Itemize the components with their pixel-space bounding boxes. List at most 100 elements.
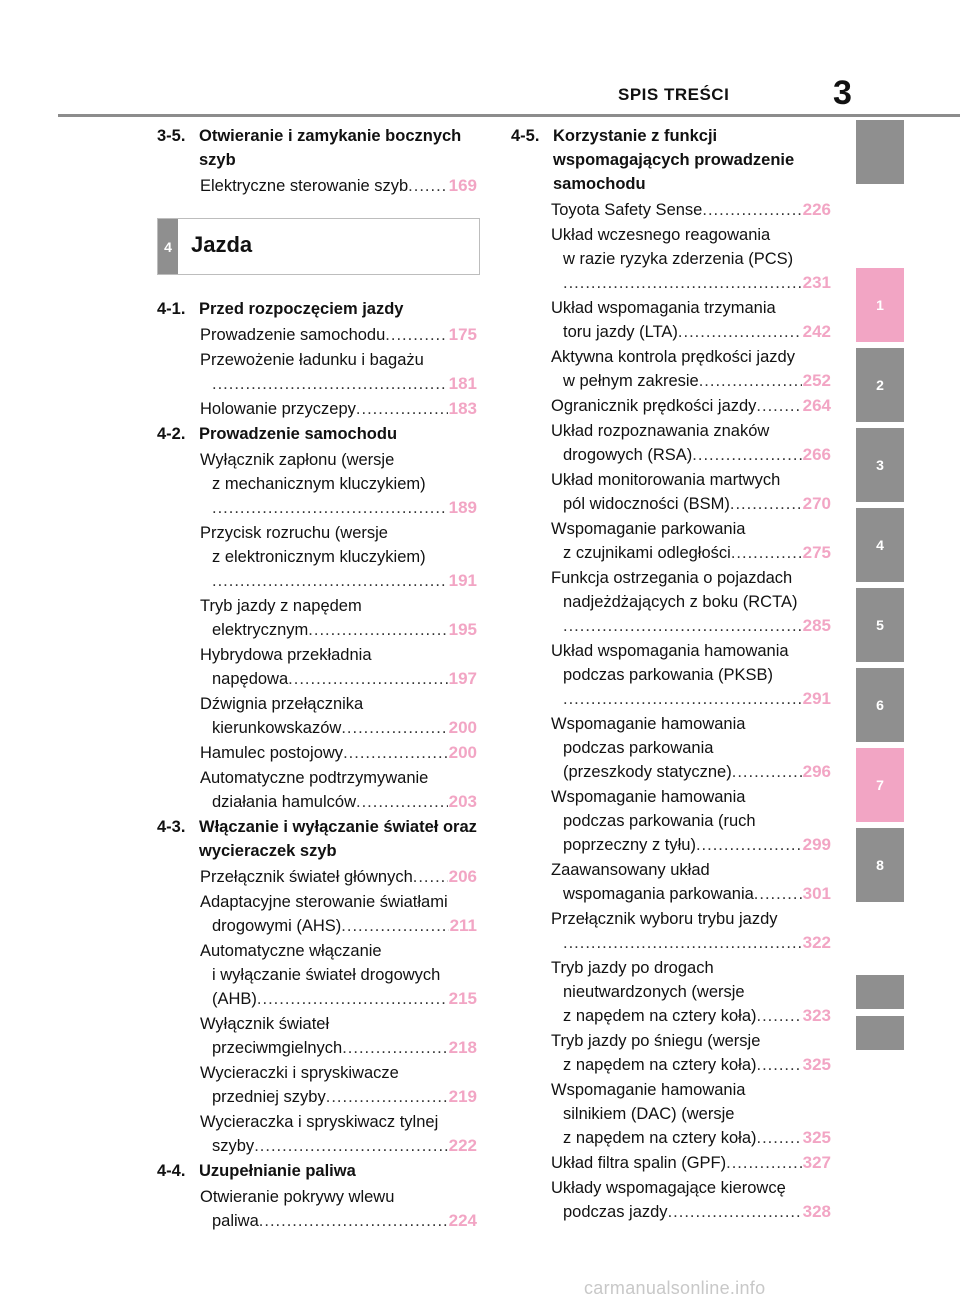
page-number-link[interactable]: 328 <box>802 1202 831 1221</box>
page-number-link[interactable]: 197 <box>448 669 477 688</box>
page-number-link[interactable]: 169 <box>448 176 477 195</box>
entry-text-line: Wyłącznik świateł <box>200 1015 330 1033</box>
toc-entry[interactable]: Tryb jazdy z napędemelektrycznym195 <box>200 594 477 642</box>
page-number-link[interactable]: 175 <box>448 325 477 344</box>
dot-leader <box>678 320 802 344</box>
side-tab-1[interactable]: 1 <box>856 268 904 342</box>
dot-leader <box>259 1209 448 1233</box>
side-tab-3[interactable]: 3 <box>856 428 904 502</box>
page-number-link[interactable]: 226 <box>802 200 831 219</box>
entry-last-line: napędowa197 <box>200 667 477 691</box>
page-number-link[interactable]: 224 <box>448 1211 477 1230</box>
page-number-link[interactable]: 222 <box>448 1136 477 1155</box>
page-number-link[interactable]: 195 <box>448 620 477 639</box>
side-tab-blank-a[interactable] <box>856 975 904 1009</box>
page-number-link[interactable]: 231 <box>802 273 831 292</box>
toc-entry[interactable]: Elektryczne sterowanie szyb169 <box>200 174 477 198</box>
toc-entry[interactable]: Dźwignia przełącznikakierunkowskazów200 <box>200 692 477 740</box>
page-number-link[interactable]: 301 <box>802 884 831 903</box>
page-number-link[interactable]: 285 <box>802 616 831 635</box>
page-number-link[interactable]: 200 <box>448 718 477 737</box>
side-tab-blank-top[interactable] <box>856 120 904 184</box>
toc-entry[interactable]: Przełącznik świateł głównych206 <box>200 865 477 889</box>
toc-entry[interactable]: Hamulec postojowy200 <box>200 741 477 765</box>
page-number-link[interactable]: 325 <box>802 1055 831 1074</box>
page-number-link[interactable]: 191 <box>448 571 477 590</box>
dot-leader <box>754 882 802 906</box>
page-number-link[interactable]: 203 <box>448 792 477 811</box>
page-number-link[interactable]: 189 <box>448 498 477 517</box>
side-tab-8[interactable]: 8 <box>856 828 904 902</box>
side-tab-blank-b[interactable] <box>856 1016 904 1050</box>
entry-last-line: przeciwmgielnych218 <box>200 1036 477 1060</box>
page-number-link[interactable]: 206 <box>448 867 477 886</box>
page-number-link[interactable]: 181 <box>448 374 477 393</box>
page-number-link[interactable]: 296 <box>802 762 831 781</box>
toc-entry[interactable]: Wyłącznik świateł przeciwmgielnych218 <box>200 1012 477 1060</box>
section-number: 4-2. <box>157 425 186 443</box>
toc-entry[interactable]: Toyota Safety Sense226 <box>551 198 831 222</box>
page-number-link[interactable]: 218 <box>448 1038 477 1057</box>
page-number-link[interactable]: 211 <box>449 916 477 935</box>
page-number-link[interactable]: 215 <box>448 989 477 1008</box>
side-tab-7[interactable]: 7 <box>856 748 904 822</box>
dot-leader <box>356 790 448 814</box>
page-number-link[interactable]: 264 <box>802 396 831 415</box>
page-number-link[interactable]: 252 <box>802 371 831 390</box>
page-number-link[interactable]: 327 <box>802 1153 831 1172</box>
page-number-link[interactable]: 299 <box>802 835 831 854</box>
entry-text-line: Wycieraczki i spryskiwacze <box>200 1064 399 1082</box>
page-number-link[interactable]: 183 <box>448 399 477 418</box>
toc-entry[interactable]: Ogranicznik prędkości jazdy264 <box>551 394 831 418</box>
section-number: 4-5. <box>511 127 540 145</box>
toc-entry[interactable]: Przełącznik wyboru trybu jazdy322 <box>551 907 831 955</box>
page-number-link[interactable]: 322 <box>802 933 831 952</box>
toc-entry[interactable]: Hybrydowa przekładnianapędowa197 <box>200 643 477 691</box>
page-number-link[interactable]: 242 <box>802 322 831 341</box>
toc-entry[interactable]: Układ filtra spalin (GPF)327 <box>551 1151 831 1175</box>
page-number-link[interactable]: 325 <box>802 1128 831 1147</box>
toc-entry[interactable]: Otwieranie pokrywy wlewupaliwa224 <box>200 1185 477 1233</box>
page-number-link[interactable]: 266 <box>802 445 831 464</box>
side-tab-5[interactable]: 5 <box>856 588 904 662</box>
page-number-link[interactable]: 275 <box>802 543 831 562</box>
page-number-link[interactable]: 291 <box>802 689 831 708</box>
toc-right-column: 4-5.Korzystanie z funkcji wspomagających… <box>511 124 831 1225</box>
entry-text-line: silnikiem (DAC) (wersje <box>563 1105 735 1123</box>
page-number-link[interactable]: 323 <box>802 1006 831 1025</box>
side-tab-4[interactable]: 4 <box>856 508 904 582</box>
toc-entry[interactable]: Holowanie przyczepy183 <box>200 397 477 421</box>
dot-leader <box>563 687 802 711</box>
side-tab-2[interactable]: 2 <box>856 348 904 422</box>
page-number-link[interactable]: 200 <box>448 743 477 762</box>
toc-entry[interactable]: Prowadzenie samochodu175 <box>200 323 477 347</box>
section-number: 4-4. <box>157 1162 186 1180</box>
toc-entry[interactable]: Przewożenie ładunku i bagażu181 <box>200 348 477 396</box>
side-tab-6[interactable]: 6 <box>856 668 904 742</box>
page-number-link[interactable]: 270 <box>802 494 831 513</box>
toc-entry[interactable]: Wycieraczka i spryskiwacz tylnejszyby222 <box>200 1110 477 1158</box>
page-number-link[interactable]: 219 <box>448 1087 477 1106</box>
